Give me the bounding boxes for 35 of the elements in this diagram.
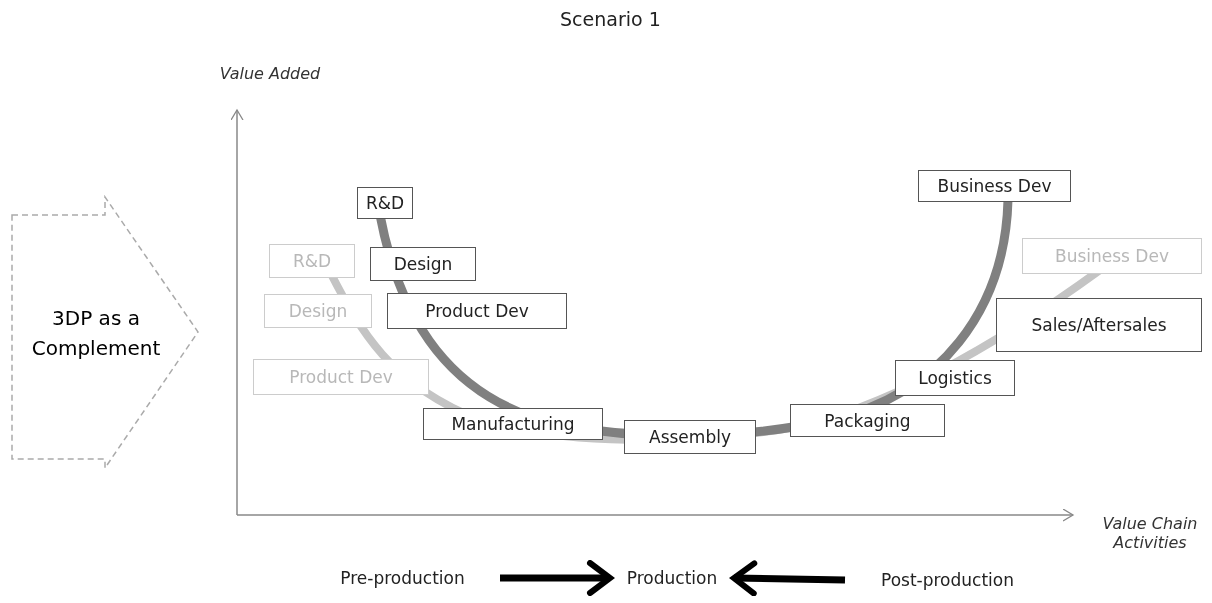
stage-name: Packaging (824, 410, 911, 431)
stage-box (895, 360, 1015, 396)
stage-box (264, 294, 372, 328)
stage-name: Pre-production (340, 568, 465, 588)
stage-box (918, 170, 1071, 202)
chevron-arrow (10, 195, 202, 470)
stage-name: Product Dev (289, 367, 393, 387)
stage-box (357, 187, 413, 219)
stage-box (790, 404, 945, 437)
stage-box (1022, 238, 1202, 274)
stage-name: Design (288, 301, 348, 321)
stage-name: Manufacturing (451, 414, 575, 434)
stage-box (253, 359, 429, 395)
stage-name: R&D (292, 251, 332, 271)
stage-box (624, 420, 756, 454)
stage-name: 3DP as a Complement (30, 304, 162, 362)
stage-name: Business Dev (1055, 246, 1169, 266)
stage-name: Business Dev (937, 176, 1052, 196)
stage-name: R&D (365, 193, 405, 213)
axis-title: Value Chain Activities (1101, 514, 1199, 552)
arrow (731, 560, 846, 597)
stage-box (387, 293, 567, 329)
stage-name: Production (626, 568, 718, 588)
stage-box (269, 244, 355, 278)
axis-title: Value Added (218, 64, 322, 83)
stage-name: Product Dev (425, 301, 529, 321)
stage-box (423, 408, 603, 440)
stage-box (996, 298, 1202, 352)
stage-name: Sales/Aftersales (1031, 315, 1167, 335)
stage-name: Assembly (649, 427, 731, 447)
stage-box (370, 247, 476, 281)
stage-name: Logistics (918, 368, 992, 388)
stage-name: Design (393, 254, 453, 274)
stage-name: Post-production (881, 570, 1014, 590)
title: Scenario 1 (560, 8, 661, 30)
